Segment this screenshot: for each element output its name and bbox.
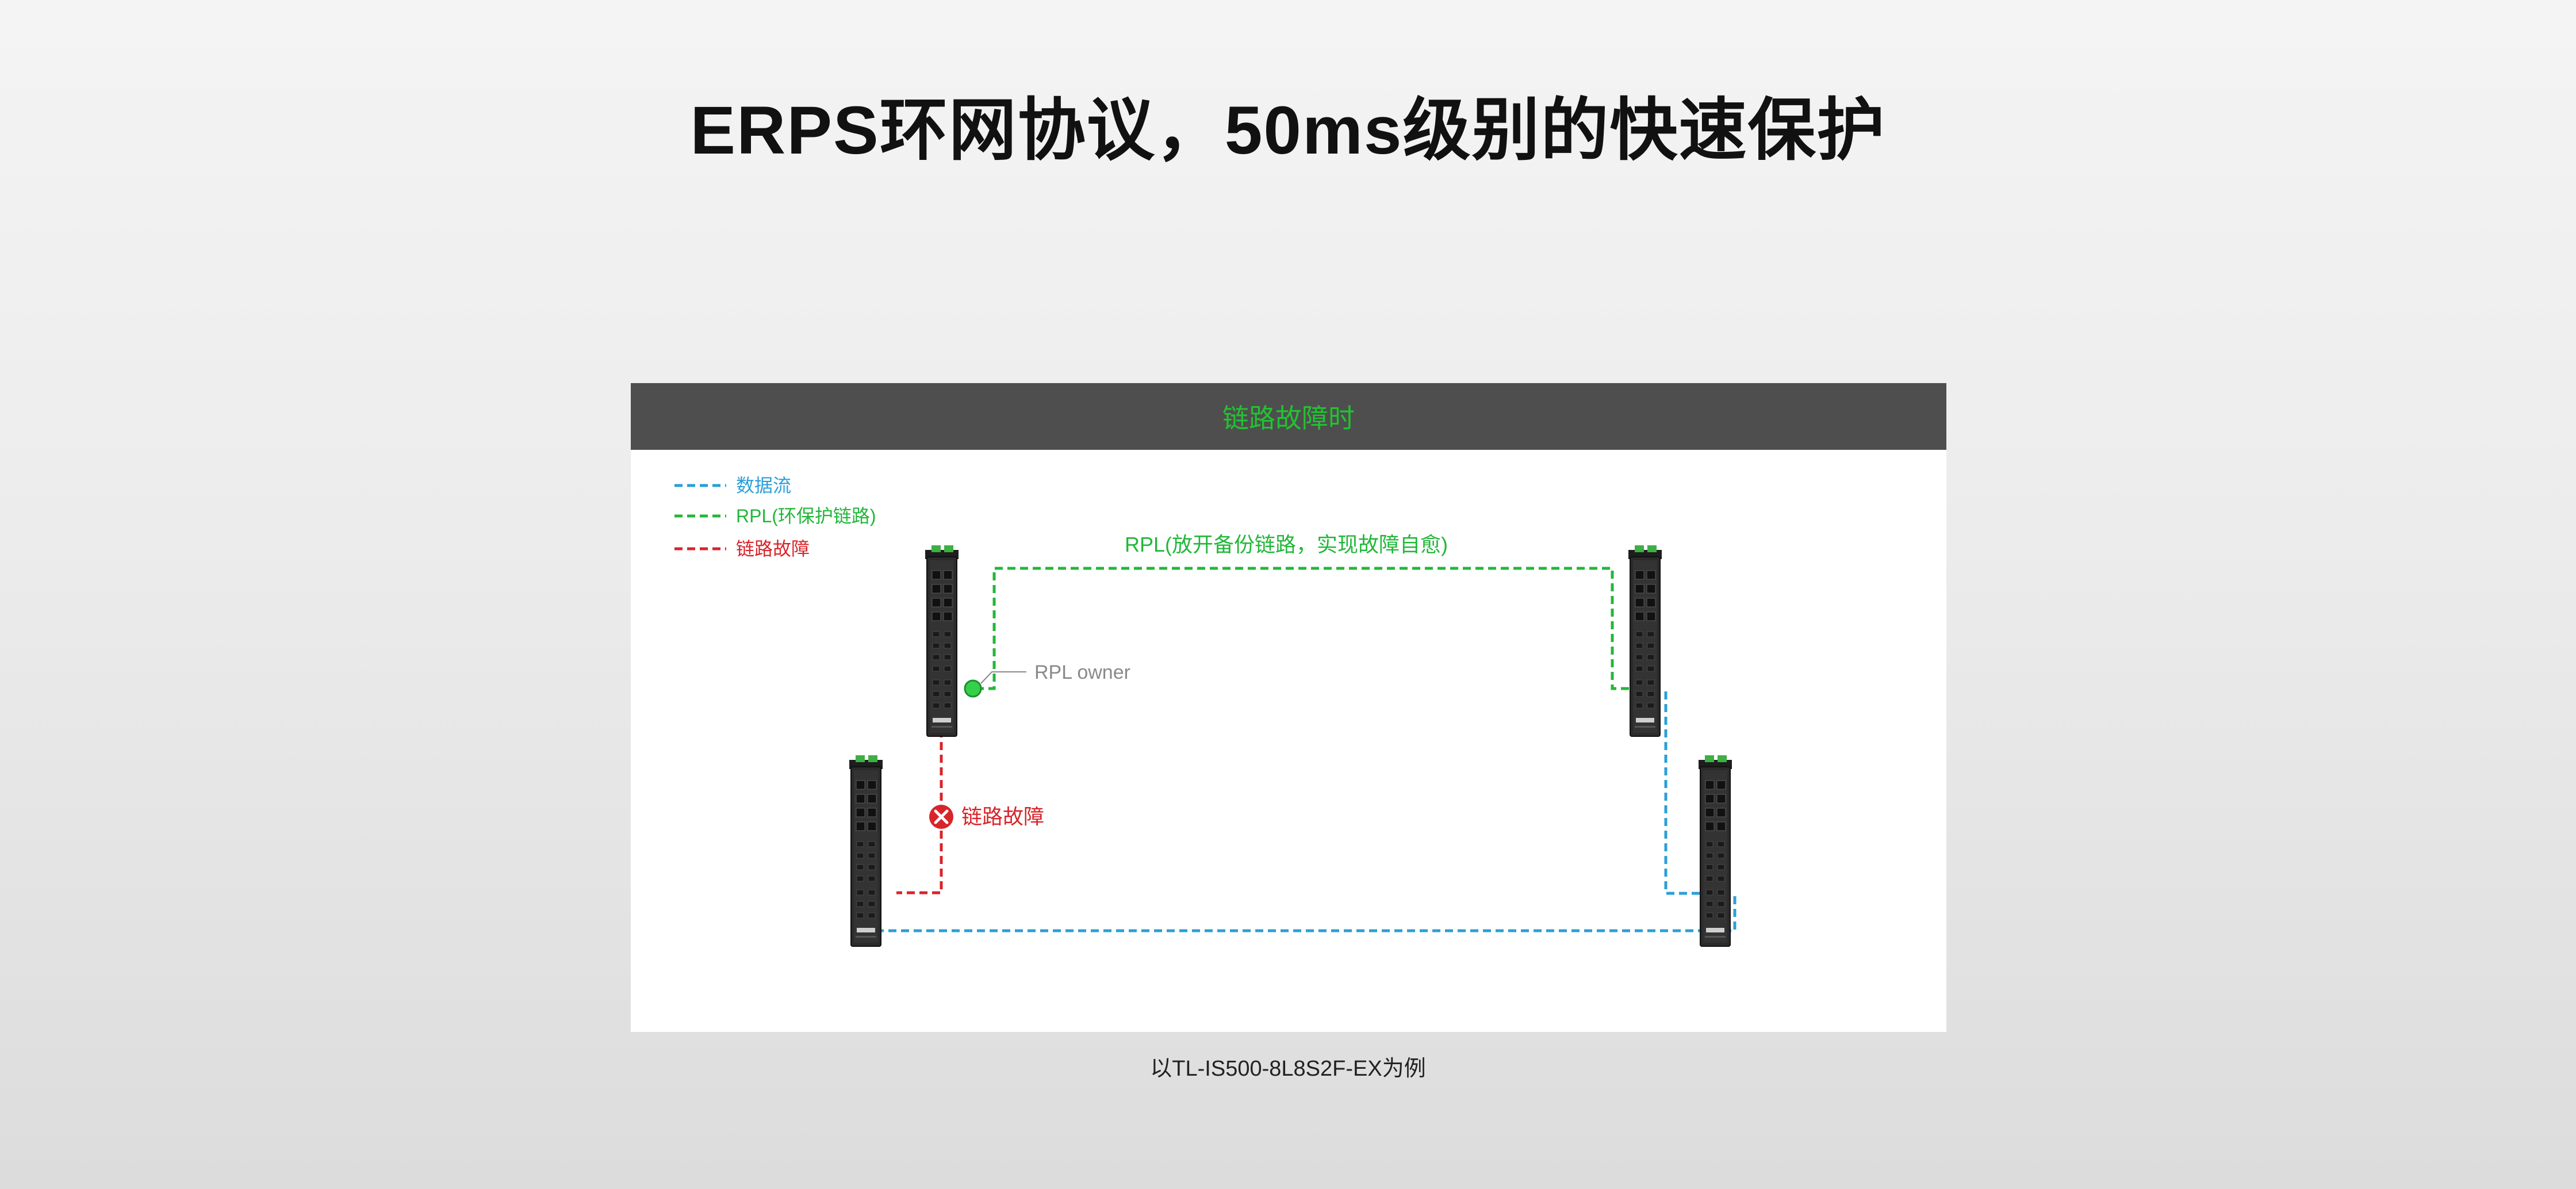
network-diagram: 数据流 RPL(环保护链路) 链路故障 RPL owner: [674, 475, 1736, 947]
panel-header: 链路故障时: [631, 383, 1946, 450]
page-title: ERPS环网协议，50ms级别的快速保护: [690, 93, 1886, 169]
legend-item-rpl: RPL(环保护链路): [674, 506, 876, 526]
link-fault-label: 链路故障: [961, 805, 1044, 828]
legend-item-data-flow: 数据流: [674, 475, 791, 496]
legend-label: 链路故障: [736, 538, 810, 559]
legend-label: 数据流: [736, 475, 791, 496]
diagram-panel: 链路故障时: [631, 383, 1946, 1032]
panel-title: 链路故障时: [1222, 403, 1355, 433]
data-flow-link-bottom: [861, 893, 1736, 932]
rpl-link: [976, 567, 1632, 690]
rpl-link-label: RPL(放开备份链路，实现故障自愈): [1125, 533, 1448, 556]
switch-top-right: [1628, 545, 1662, 737]
switch-bottom-right: [1698, 755, 1732, 947]
legend: 数据流 RPL(环保护链路) 链路故障: [674, 475, 876, 559]
rpl-owner-label: RPL owner: [1034, 662, 1130, 683]
switch-top-left: [925, 545, 959, 737]
legend-label: RPL(环保护链路): [736, 506, 876, 526]
rpl-owner-port-icon: [964, 679, 982, 698]
legend-item-link-fault: 链路故障: [674, 538, 810, 559]
caption: 以TL-IS500-8L8S2F-EX为例: [1150, 1057, 1426, 1081]
failed-link-path: [896, 691, 943, 894]
switch-bottom-left: [849, 755, 883, 947]
data-flow-link-right-path: [1664, 691, 1703, 895]
rpl-owner-leader-line: [980, 671, 1026, 684]
fault-icon: [929, 805, 953, 829]
